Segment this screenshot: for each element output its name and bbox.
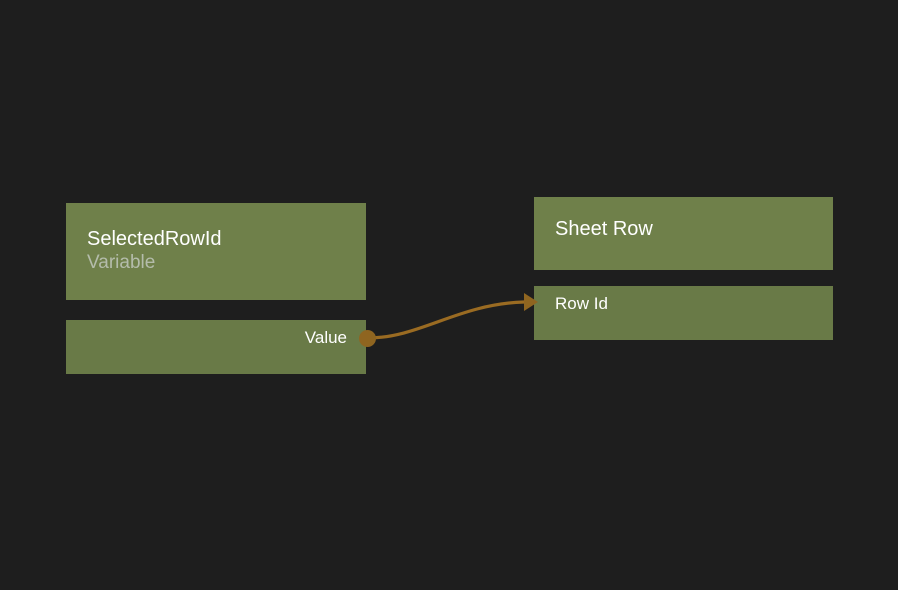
node-header-sheet-row[interactable]: Sheet Row	[534, 197, 833, 270]
output-port-dot-icon[interactable]	[359, 330, 376, 347]
node-title: SelectedRowId	[87, 228, 222, 250]
node-body-sheet-row: Row Id	[534, 286, 833, 340]
node-title: Sheet Row	[555, 218, 653, 240]
node-body-selected-row-id: Value	[66, 320, 366, 374]
connection-wire-value-to-rowid[interactable]	[366, 300, 526, 340]
node-header-selected-row-id[interactable]: SelectedRowId Variable	[66, 203, 366, 300]
input-port-label: Row Id	[555, 294, 608, 313]
node-sheet-row[interactable]: Sheet Row Row Id	[534, 197, 833, 340]
node-selected-row-id[interactable]: SelectedRowId Variable Value	[66, 203, 366, 374]
output-port-label: Value	[304, 328, 347, 347]
output-port-row-value[interactable]: Value	[66, 320, 366, 356]
input-port-row-row-id[interactable]: Row Id	[534, 286, 833, 322]
node-subtitle: Variable	[87, 252, 156, 273]
input-port-arrow-icon[interactable]	[524, 293, 538, 311]
